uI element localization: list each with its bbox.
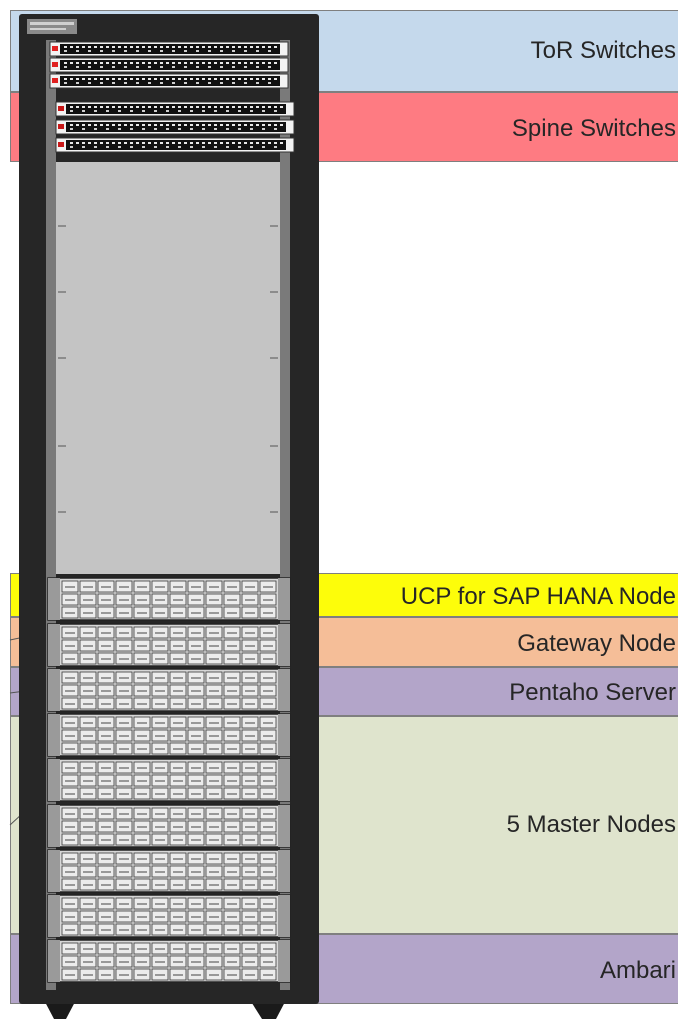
server-node: [47, 713, 291, 757]
network-switch: [49, 73, 289, 89]
switch-status-led: [58, 124, 64, 129]
rack-brand-label: [27, 19, 77, 34]
switch-status-led: [52, 46, 58, 51]
band-label-master-nodes: 5 Master Nodes: [506, 811, 676, 838]
server-node: [47, 939, 291, 983]
switch-group: [49, 41, 295, 153]
network-switch: [49, 57, 289, 73]
blank-panel: [56, 162, 280, 574]
network-switch: [55, 137, 295, 153]
rack-foot: [250, 1000, 286, 1019]
band-label-pentaho-server: Pentaho Server: [509, 679, 676, 706]
rack-brand-line: [30, 28, 66, 30]
server-node: [47, 849, 291, 893]
network-switch: [55, 119, 295, 135]
server-node: [47, 758, 291, 802]
server-node: [47, 623, 291, 667]
rack-brand-line: [30, 22, 74, 25]
server-node: [47, 804, 291, 848]
network-switch: [55, 101, 295, 117]
blank-panel-ticks: [58, 225, 278, 513]
switch-status-led: [58, 106, 64, 111]
switch-status-led: [52, 62, 58, 67]
band-label-spine-switches: Spine Switches: [511, 115, 676, 142]
rack-rail-right: [280, 40, 290, 990]
rack-foot: [44, 1000, 76, 1019]
band-label-ucp-sap-hana-node: UCP for SAP HANA Node: [400, 583, 676, 610]
band-label-tor-switches: ToR Switches: [530, 37, 676, 64]
band-label-ambari: Ambari: [599, 957, 676, 984]
server-node: [47, 668, 291, 712]
band-spine-switches: Spine Switches: [10, 92, 678, 162]
switch-status-led: [52, 78, 58, 83]
server-node: [47, 894, 291, 938]
network-switch: [49, 41, 289, 57]
switch-status-led: [58, 142, 64, 147]
rack-rail-left: [46, 40, 56, 990]
band-label-gateway-node: Gateway Node: [517, 630, 676, 657]
server-group: [47, 577, 291, 983]
server-node: [47, 577, 291, 621]
